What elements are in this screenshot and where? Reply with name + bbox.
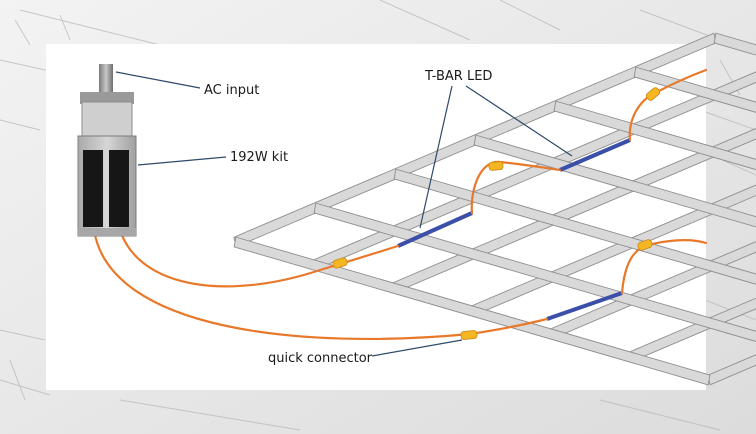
driver-top-bracket — [80, 92, 134, 104]
grid-cross-tee — [633, 66, 756, 113]
grid-main-runner — [707, 354, 756, 386]
driver-base — [78, 228, 136, 236]
label-ac-input: AC input — [204, 83, 259, 98]
quick-connector-2 — [460, 330, 478, 340]
led-driver-kit — [77, 64, 137, 237]
t-bar-led-strips — [397, 138, 631, 321]
label-quick-connector: quick connector — [268, 351, 373, 366]
label-tbar-led: T-BAR LED — [424, 69, 492, 84]
quick-connectors — [332, 87, 661, 340]
quick-connector-3 — [488, 161, 504, 171]
grid-cross-tee — [713, 32, 756, 56]
grid-cross-tee — [393, 168, 756, 285]
leader-lines — [115, 71, 573, 357]
led-strip-1 — [397, 211, 473, 248]
leader-kit — [137, 156, 227, 166]
quick-connector-4 — [645, 87, 661, 101]
cable-upper — [118, 228, 400, 288]
leader-ac-input — [115, 71, 201, 89]
driver-junction-box — [81, 101, 133, 139]
leader-tbar-1 — [419, 85, 453, 229]
quick-connector-1 — [332, 257, 348, 269]
leader-quick-connector — [371, 339, 463, 357]
driver-panel-right — [109, 150, 129, 227]
led-strip-2 — [559, 138, 631, 172]
grid-cross-tee — [473, 134, 756, 228]
cable-lower — [92, 228, 549, 340]
grid-cross-tee — [313, 202, 756, 342]
grid-cross-tee — [553, 100, 756, 171]
leader-tbar-2 — [465, 85, 573, 157]
quick-connector-5 — [637, 239, 653, 251]
grid-cross-tee — [233, 236, 711, 386]
label-kit: 192W kit — [230, 150, 288, 165]
led-strip-3 — [546, 291, 623, 321]
ceiling-grid — [233, 32, 756, 386]
driver-panel-left — [83, 150, 103, 227]
